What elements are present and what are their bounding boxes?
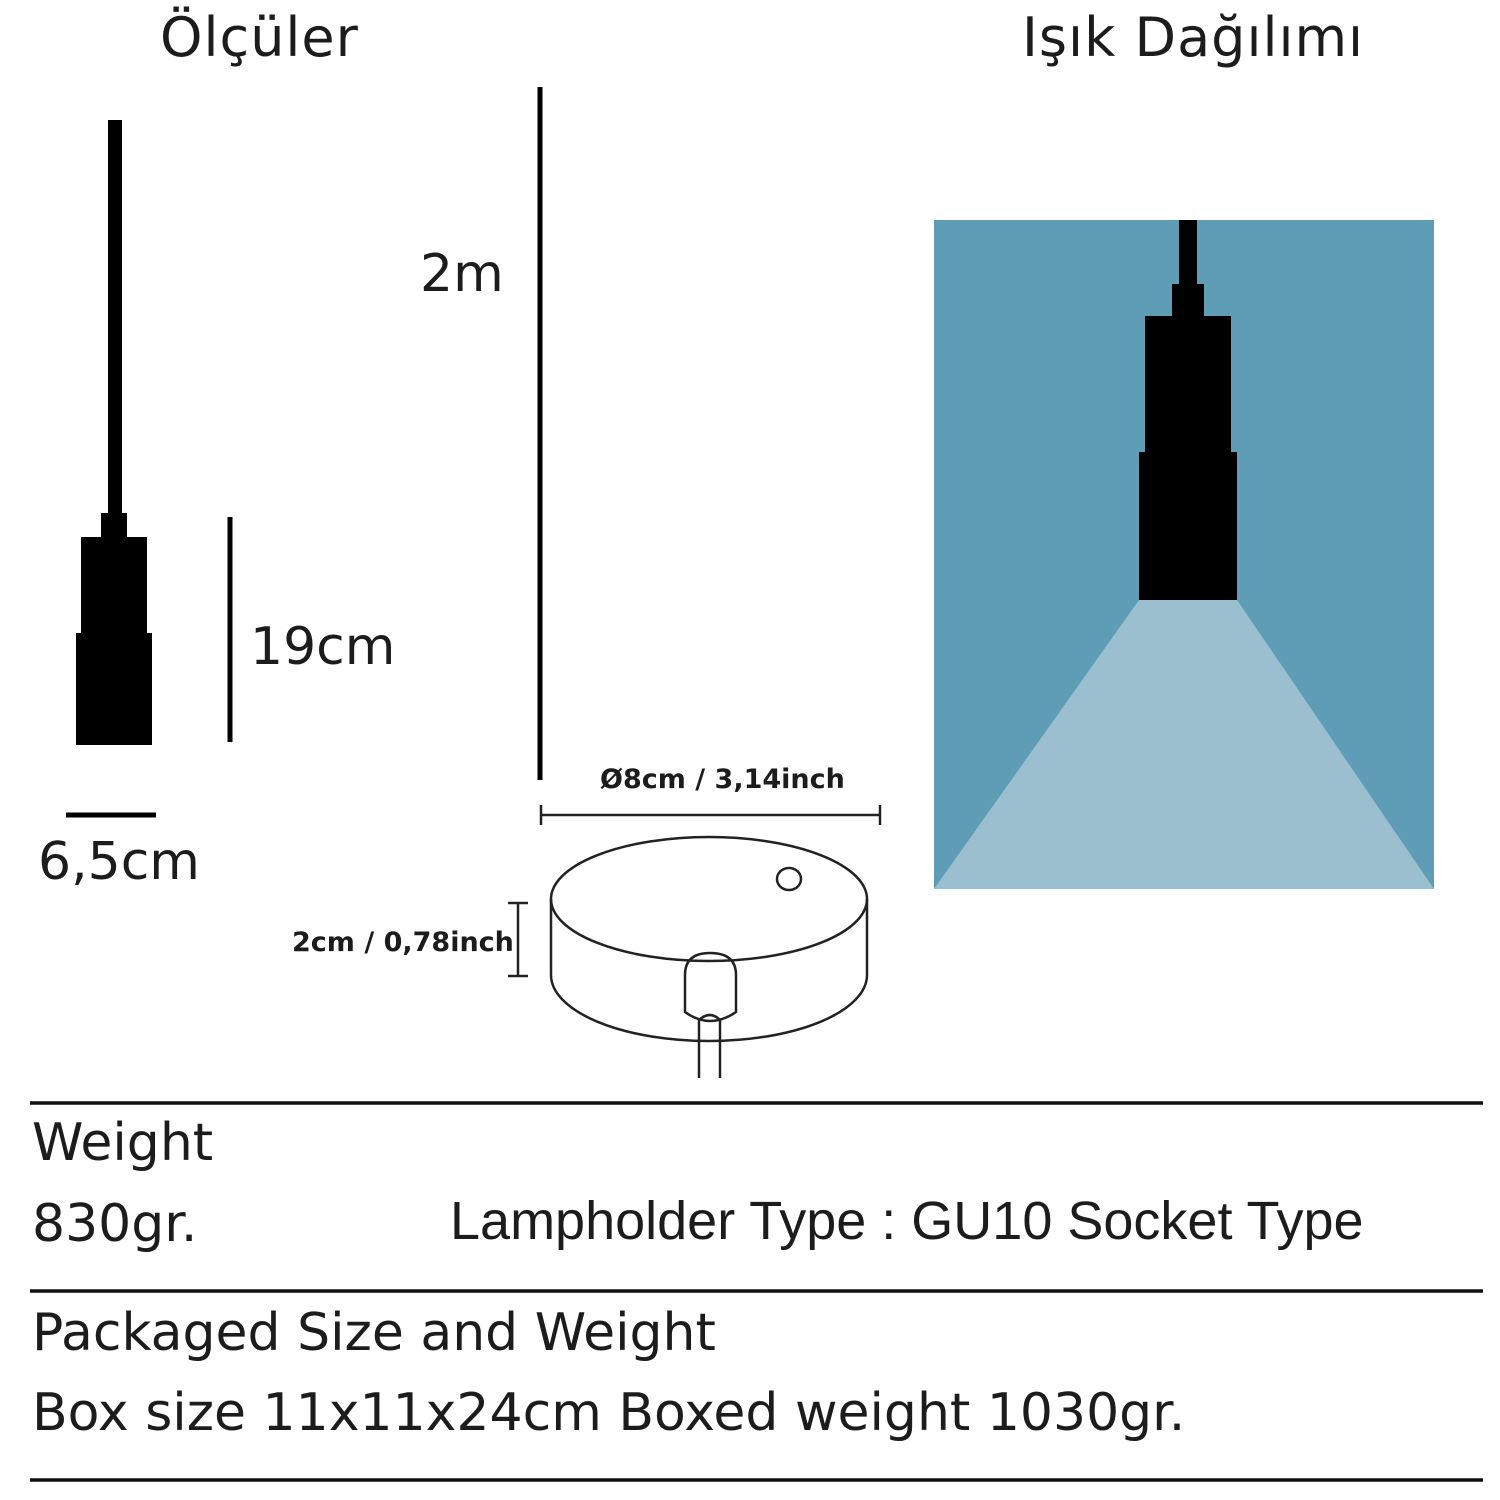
- panel-upper-body: [1145, 316, 1231, 456]
- panel-cable: [1179, 220, 1197, 288]
- light-distribution-heading: Işık Dağılımı: [1022, 6, 1365, 69]
- fixture-height-label: 19cm: [250, 617, 396, 677]
- pendant-cap: [101, 513, 127, 541]
- packaged-label: Packaged Size and Weight: [32, 1303, 716, 1363]
- pendant-lower-body: [76, 633, 152, 745]
- weight-label: Weight: [32, 1113, 214, 1173]
- lampholder-type: Lampholder Type : GU10 Socket Type: [450, 1191, 1364, 1251]
- dimensions-heading: Ölçüler: [160, 6, 359, 69]
- weight-value: 830gr.: [32, 1194, 198, 1254]
- canopy-diameter-label: Ø8cm / 3,14inch: [600, 764, 845, 795]
- panel-lower-body: [1139, 452, 1237, 600]
- canopy-drawing: [508, 805, 882, 1078]
- pendant-fixture-drawing: [76, 120, 152, 745]
- packaged-value: Box size 11x11x24cm Boxed weight 1030gr.: [32, 1383, 1186, 1443]
- canopy-cable: [697, 1013, 722, 1078]
- cable-length-label: 2m: [420, 244, 504, 304]
- canopy-height-label: 2cm / 0,78inch: [292, 927, 514, 958]
- canopy-cable-grip: [683, 951, 738, 1023]
- canopy-top: [549, 835, 869, 963]
- canopy-screw-hole: [775, 866, 803, 892]
- fixture-width-label: 6,5cm: [38, 832, 200, 892]
- canopy-body: [549, 899, 869, 1043]
- pendant-upper-body: [81, 537, 147, 637]
- panel-cap: [1172, 284, 1204, 320]
- pendant-cable: [108, 120, 122, 520]
- light-distribution-panel: [934, 220, 1434, 889]
- light-beam: [934, 600, 1434, 889]
